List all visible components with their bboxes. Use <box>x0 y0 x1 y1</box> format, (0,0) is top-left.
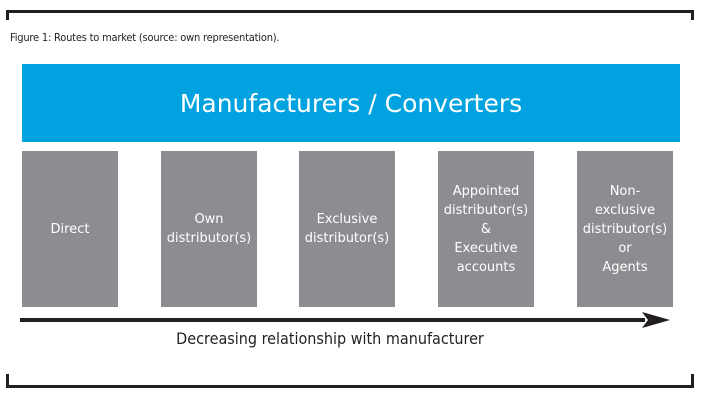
channel-label: Direct <box>50 221 90 237</box>
arrow-label: Decreasing relationship with manufacture… <box>176 329 484 348</box>
decreasing-relationship-arrow <box>20 312 670 328</box>
channel-label: Appointed distributor(s) & Executive acc… <box>443 183 529 275</box>
channel-box-appointed-distributor: Appointed distributor(s) & Executive acc… <box>438 151 534 307</box>
channel-box-direct: Direct <box>22 151 118 307</box>
channel-label: Non- exclusive distributor(s) or Agents <box>582 183 668 275</box>
manufacturers-banner: Manufacturers / Converters <box>22 64 680 142</box>
figure-caption: Figure 1: Routes to market (source: own … <box>10 31 280 44</box>
banner-title: Manufacturers / Converters <box>179 88 523 118</box>
frame-bottom-bracket <box>6 374 694 388</box>
channel-box-non-exclusive-distributor: Non- exclusive distributor(s) or Agents <box>577 151 673 307</box>
channel-label: Own distributor(s) <box>166 212 252 246</box>
channel-box-exclusive-distributor: Exclusive distributor(s) <box>299 151 395 307</box>
channel-box-own-distributor: Own distributor(s) <box>161 151 257 307</box>
channel-label: Exclusive distributor(s) <box>304 212 390 246</box>
arrow-shaft <box>20 318 645 322</box>
frame-top-bracket <box>6 10 694 20</box>
arrow-head <box>642 312 670 328</box>
